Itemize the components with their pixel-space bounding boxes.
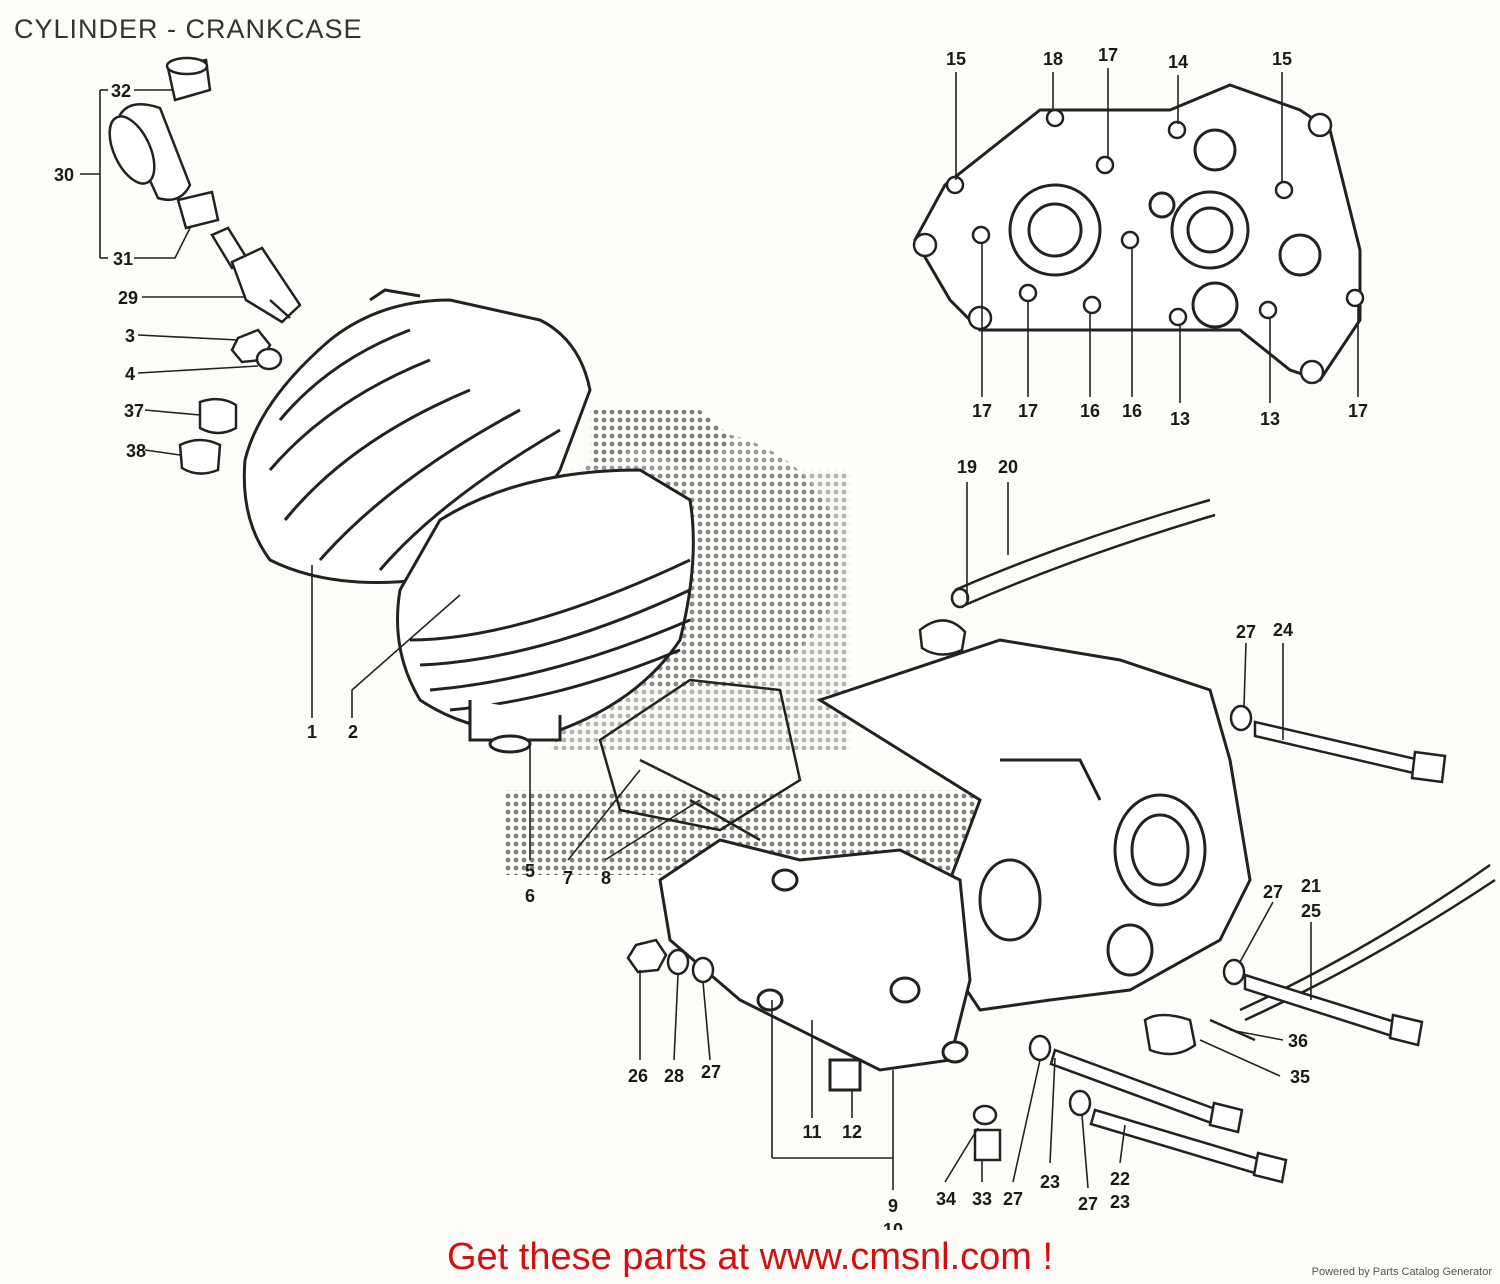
parts-diagram: 32 30 31 29 3 4 37 38 1 2 5 6 7 8 15 18 … xyxy=(54,45,1496,1230)
callout-18: 18 xyxy=(1043,49,1063,69)
callout-36: 36 xyxy=(1288,1031,1308,1051)
callout-34: 34 xyxy=(936,1189,956,1209)
callout-4: 4 xyxy=(125,364,135,384)
powered-by-footer: Powered by Parts Catalog Generator xyxy=(1311,1266,1492,1278)
callout-15: 15 xyxy=(946,49,966,69)
callout-13: 13 xyxy=(1170,409,1190,429)
callout-10: 10 xyxy=(883,1220,903,1230)
callout-27: 27 xyxy=(1263,882,1283,902)
callout-9: 9 xyxy=(888,1196,898,1216)
callout-21: 21 xyxy=(1301,876,1321,896)
callout-8: 8 xyxy=(601,868,611,888)
callout-12: 12 xyxy=(842,1122,862,1142)
crankcase-right xyxy=(816,638,1252,1012)
crankcase-left xyxy=(658,838,972,1092)
callout-6: 6 xyxy=(525,886,535,906)
callout-30: 30 xyxy=(54,165,74,185)
breather-tube xyxy=(918,498,1216,656)
callout-19: 19 xyxy=(957,457,977,477)
callout-25: 25 xyxy=(1301,901,1321,921)
callout-23: 23 xyxy=(1110,1192,1130,1212)
callout-29: 29 xyxy=(118,288,138,308)
cylinder xyxy=(396,468,695,754)
callout-27: 27 xyxy=(1003,1189,1023,1209)
callout-27: 27 xyxy=(1236,622,1256,642)
callout-37: 37 xyxy=(124,401,144,421)
callout-7: 7 xyxy=(563,868,573,888)
callout-1: 1 xyxy=(307,722,317,742)
callout-27: 27 xyxy=(701,1062,721,1082)
callout-16: 16 xyxy=(1122,401,1142,421)
callout-5: 5 xyxy=(525,861,535,881)
callout-11: 11 xyxy=(802,1122,821,1142)
shop-link-banner[interactable]: Get these parts at www.cmsnl.com ! xyxy=(446,1236,1054,1278)
callout-2: 2 xyxy=(348,722,358,742)
spark-plug-cap xyxy=(108,56,220,230)
callout-24: 24 xyxy=(1273,620,1293,640)
callout-38: 38 xyxy=(126,441,146,461)
crankcase-inner-view xyxy=(912,83,1365,385)
callout-32: 32 xyxy=(111,81,131,101)
callout-33: 33 xyxy=(972,1189,992,1209)
callout-17: 17 xyxy=(1348,401,1368,421)
callout-35: 35 xyxy=(1290,1067,1310,1087)
callout-13: 13 xyxy=(1260,409,1280,429)
callout-28: 28 xyxy=(664,1066,684,1086)
callout-16: 16 xyxy=(1080,401,1100,421)
base-gasket-studs xyxy=(598,678,802,842)
callout-17: 17 xyxy=(1098,45,1118,65)
callout-labels: 32 30 31 29 3 4 37 38 1 2 5 6 7 8 15 18 … xyxy=(54,45,1368,1230)
callout-31: 31 xyxy=(113,249,133,269)
callout-17: 17 xyxy=(972,401,992,421)
callout-14: 14 xyxy=(1168,52,1188,72)
page-title: CYLINDER - CRANKCASE xyxy=(14,14,363,44)
callout-17: 17 xyxy=(1018,401,1038,421)
callout-20: 20 xyxy=(998,457,1018,477)
leader-lines xyxy=(80,68,1359,1190)
callout-23: 23 xyxy=(1040,1172,1060,1192)
callout-3: 3 xyxy=(125,326,135,346)
callout-22: 22 xyxy=(1110,1169,1130,1189)
spark-plug xyxy=(210,226,302,324)
nut-washer-caps xyxy=(178,328,283,475)
callout-15: 15 xyxy=(1272,49,1292,69)
callout-26: 26 xyxy=(628,1066,648,1086)
callout-27: 27 xyxy=(1078,1194,1098,1214)
